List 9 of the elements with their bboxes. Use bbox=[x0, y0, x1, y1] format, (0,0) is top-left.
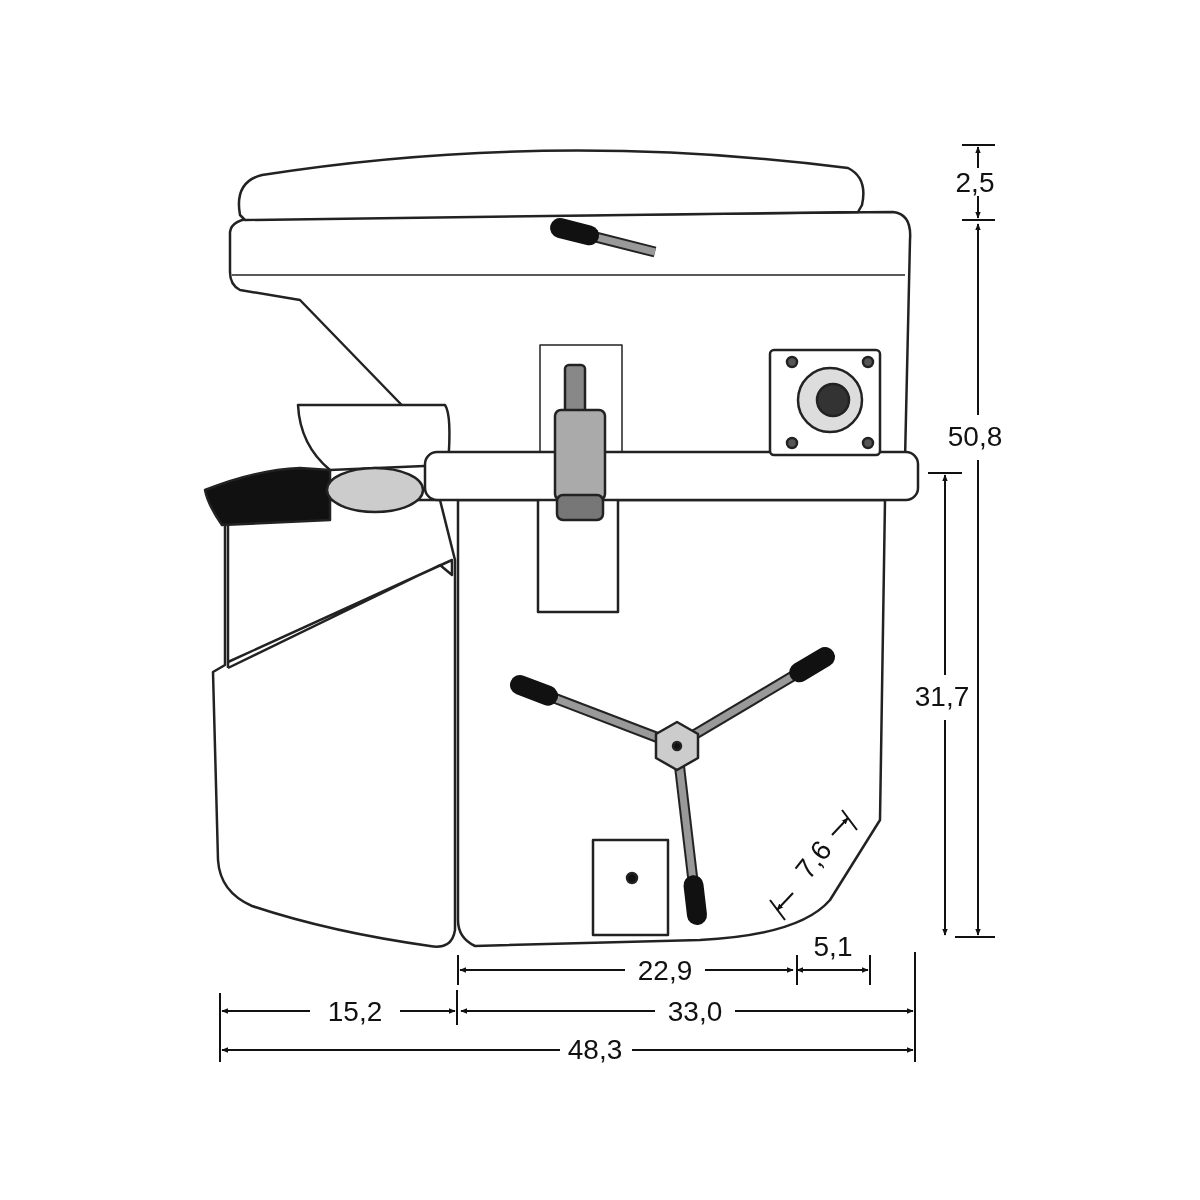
dimension-label: 15,2 bbox=[326, 997, 384, 1027]
dimension-label: 2,5 bbox=[954, 168, 996, 198]
dimension-label: 50,8 bbox=[946, 422, 1004, 452]
dimension-label: 22,9 bbox=[636, 956, 694, 986]
dimension-label: 7,6 bbox=[788, 833, 839, 887]
dimension-label: 33,0 bbox=[666, 997, 724, 1027]
dimension-label: 48,3 bbox=[566, 1035, 624, 1065]
dimension-label: 5,1 bbox=[812, 932, 854, 962]
dimension-label: 31,7 bbox=[913, 682, 971, 712]
